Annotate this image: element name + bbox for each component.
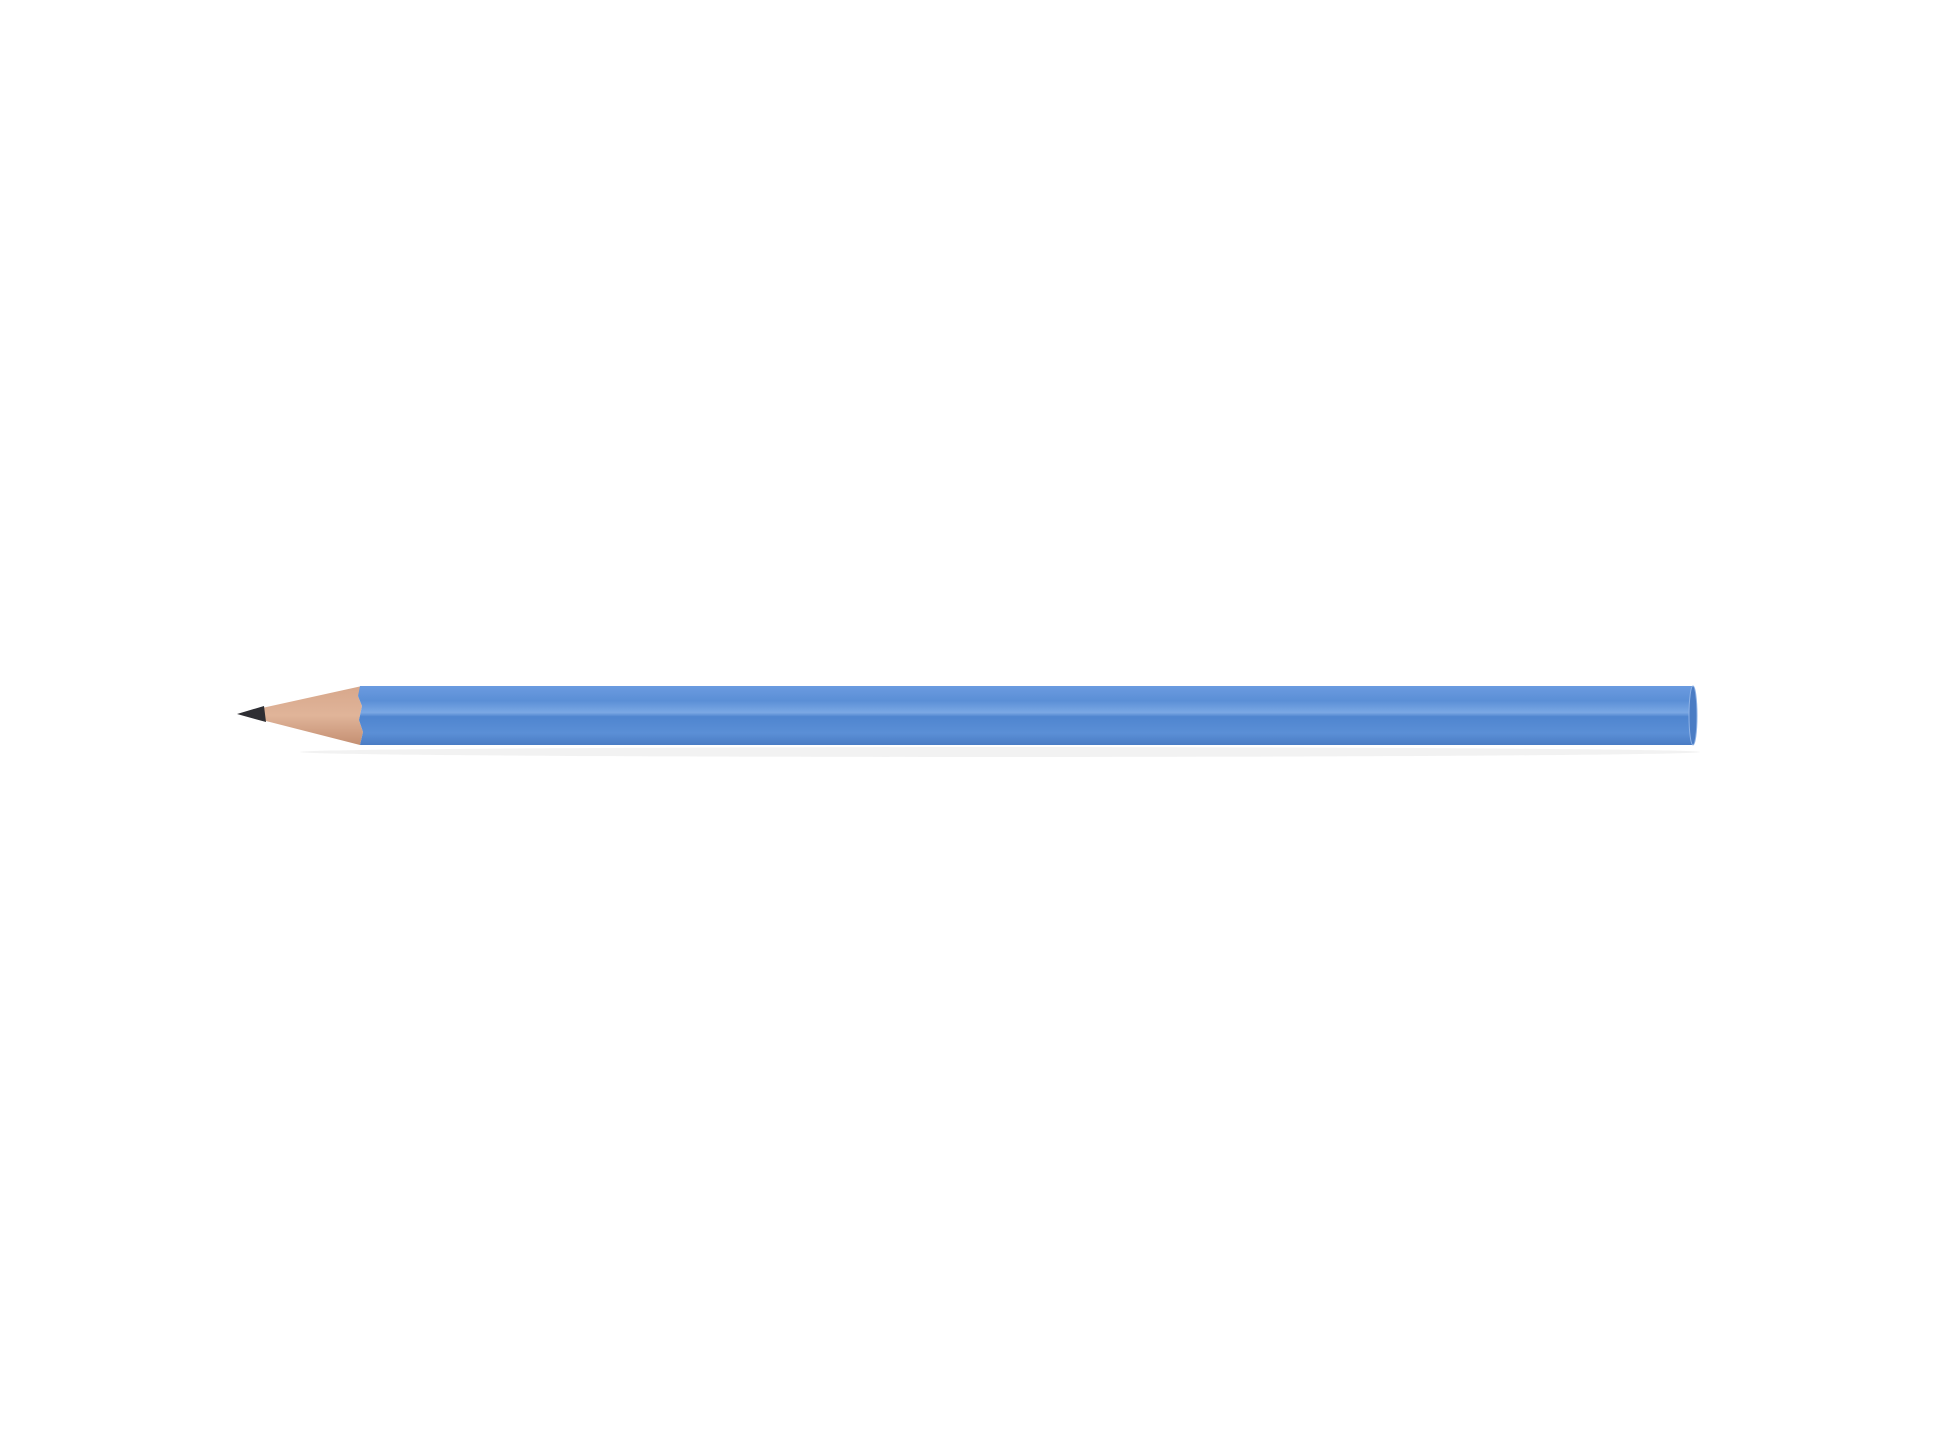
pencil-body — [358, 686, 1696, 745]
pencil-wood-tip — [262, 686, 363, 745]
pencil-lead-icon — [237, 706, 266, 722]
pencil-end — [1688, 685, 1698, 746]
pencil-shadow — [300, 747, 1700, 757]
pencil — [237, 685, 1700, 757]
